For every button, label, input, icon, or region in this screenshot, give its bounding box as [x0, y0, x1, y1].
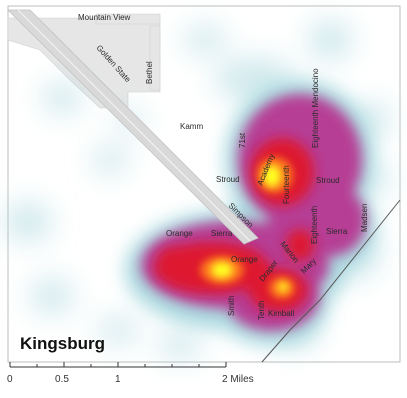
scale-bar-ticks [9, 362, 227, 367]
heat-peak [211, 165, 288, 292]
label-tenth: Tenth [257, 300, 266, 320]
railroad-line [261, 199, 401, 363]
label-fourteenth: Fourteenth [282, 165, 291, 204]
highway-golden-state [7, 9, 259, 245]
label-eighteenth-mendocino: Eighteenth Mendocino [311, 68, 320, 148]
scale-bar: 0 0.5 1 2 Miles [7, 362, 254, 385]
scale-label-0: 0 [7, 374, 13, 385]
label-eighteenth: Eighteenth [310, 206, 319, 244]
label-sierra-east: Sierra [326, 227, 348, 236]
label-bethel: Bethel [145, 61, 154, 84]
scale-label-2-miles: 2 Miles [222, 374, 254, 385]
label-stroud-west: Stroud [216, 175, 240, 184]
label-orange-west: Orange [166, 229, 193, 238]
label-orange-east: Orange [231, 255, 258, 264]
label-mountain-view: Mountain View [78, 13, 131, 22]
label-stroud-east: Stroud [316, 176, 340, 185]
scale-label-1: 1 [115, 374, 121, 385]
label-sierra-west: Sierra [211, 229, 233, 238]
scale-label-0-5: 0.5 [55, 374, 69, 385]
city-label: Kingsburg [20, 334, 105, 353]
label-madsen: Madsen [360, 204, 369, 232]
label-kamm: Kamm [180, 122, 203, 131]
label-smith: Smith [227, 296, 236, 316]
label-71st: 71st [238, 132, 247, 148]
street-labels: Mountain View Golden State Bethel Kamm 7… [78, 13, 369, 320]
label-kimball: Kimball [268, 309, 294, 318]
